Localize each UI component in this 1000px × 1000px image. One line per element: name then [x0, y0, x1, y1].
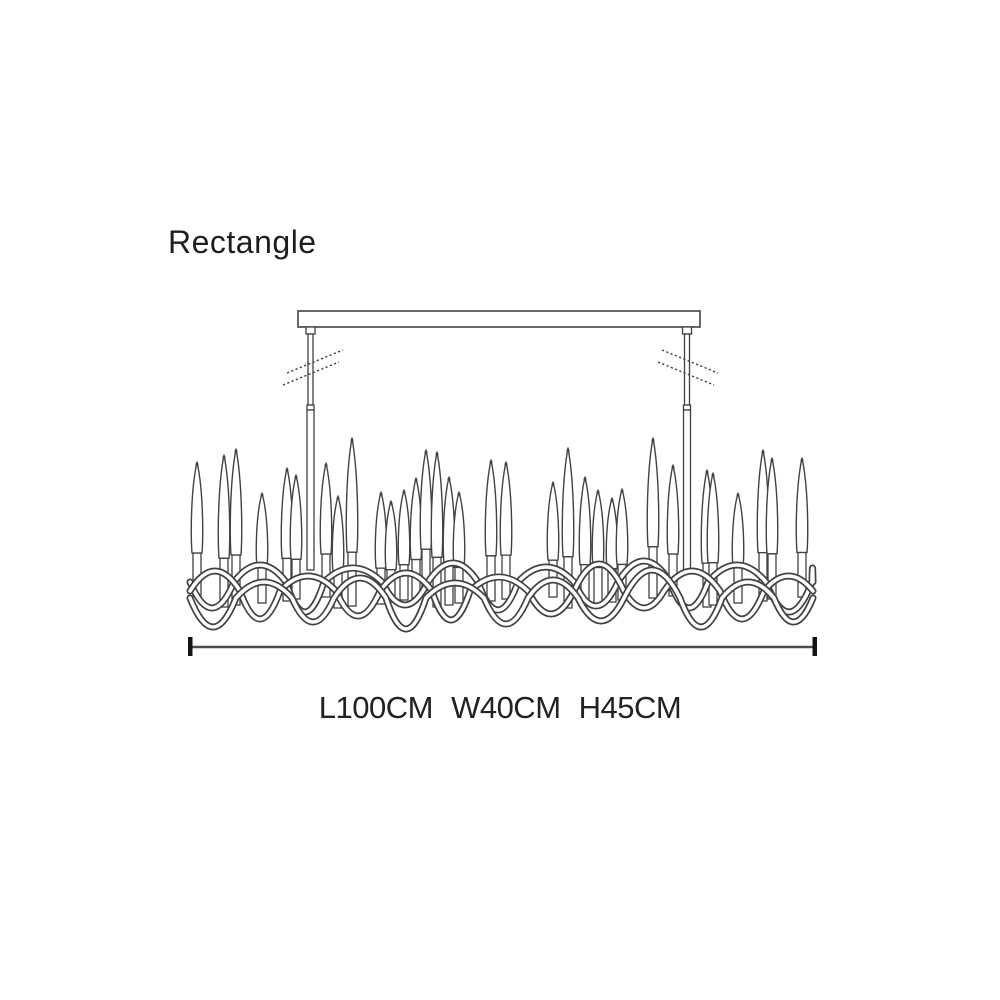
hanging-rods — [305, 326, 693, 571]
ceiling-mount-bar — [297, 310, 701, 328]
shape-label: Rectangle — [168, 224, 317, 260]
swirl-branch-frame — [186, 557, 817, 633]
dimensions-label: L100CM W40CM H45CM — [318, 690, 682, 725]
crystal-candle-spikes — [190, 437, 809, 609]
height-adjustment-marks-icon — [282, 349, 719, 386]
length-dimension-line — [188, 637, 817, 656]
